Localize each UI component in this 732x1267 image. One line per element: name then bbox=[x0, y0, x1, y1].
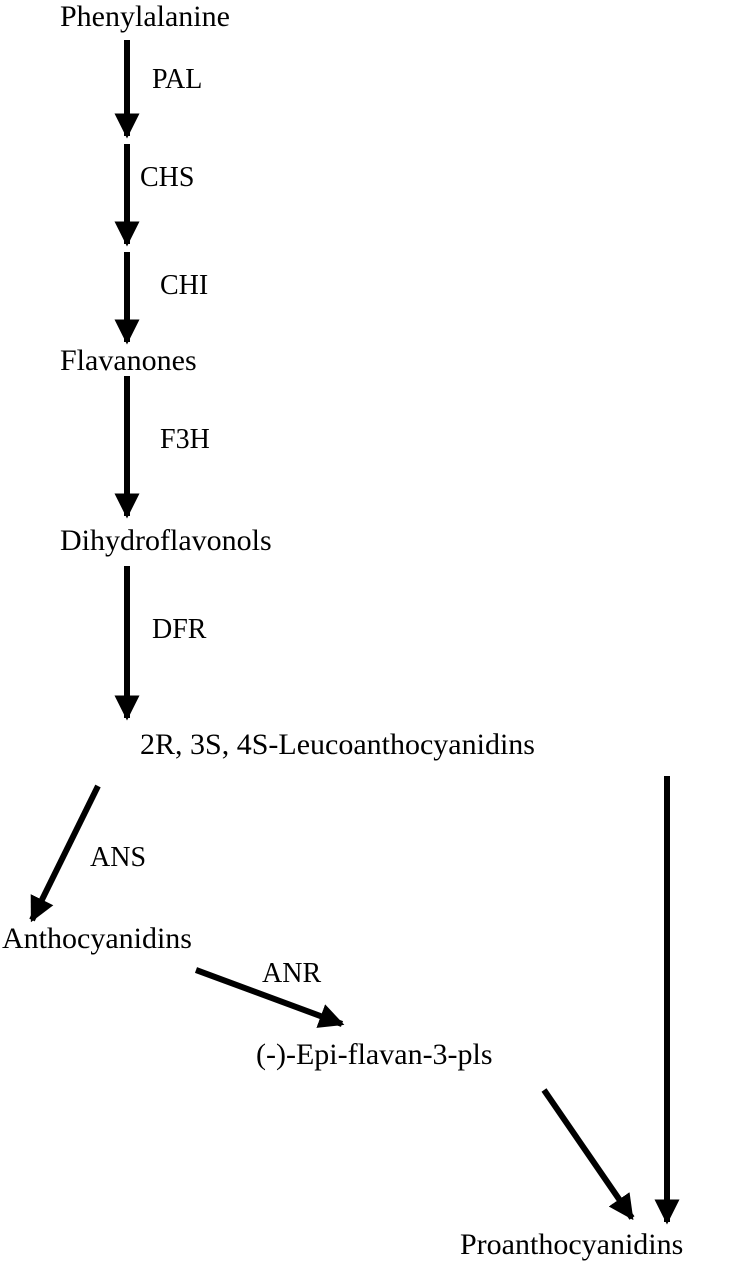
enzyme-anr: ANR bbox=[262, 958, 322, 989]
arrow-epi-flavan-to-proanthocyanidins bbox=[541, 1088, 635, 1221]
arrow-anthocyanidins-to-epi-flavan bbox=[194, 967, 345, 1028]
compound-anthocyanidins: Anthocyanidins bbox=[2, 922, 192, 955]
enzyme-ans: ANS bbox=[90, 842, 147, 873]
compound-dihydroflavonols: Dihydroflavonols bbox=[60, 524, 272, 557]
compound-epi-flavan-3-ols: (-)-Epi-flavan-3-pls bbox=[256, 1038, 493, 1071]
compound-leucoanthocyanidins: 2R, 3S, 4S-Leucoanthocyanidins bbox=[140, 728, 535, 761]
enzyme-chs: CHS bbox=[140, 162, 195, 193]
enzyme-chi: CHI bbox=[160, 270, 209, 301]
compound-proanthocyanidins: Proanthocyanidins bbox=[460, 1228, 684, 1261]
enzyme-f3h: F3H bbox=[160, 424, 210, 455]
enzyme-dfr: DFR bbox=[152, 614, 207, 645]
compound-flavanones: Flavanones bbox=[60, 344, 197, 377]
enzyme-pal: PAL bbox=[152, 64, 203, 95]
arrow-leucoanthocyanidins-to-anthocyanidins bbox=[29, 784, 101, 923]
compound-phenylalanine: Phenylalanine bbox=[60, 0, 230, 33]
